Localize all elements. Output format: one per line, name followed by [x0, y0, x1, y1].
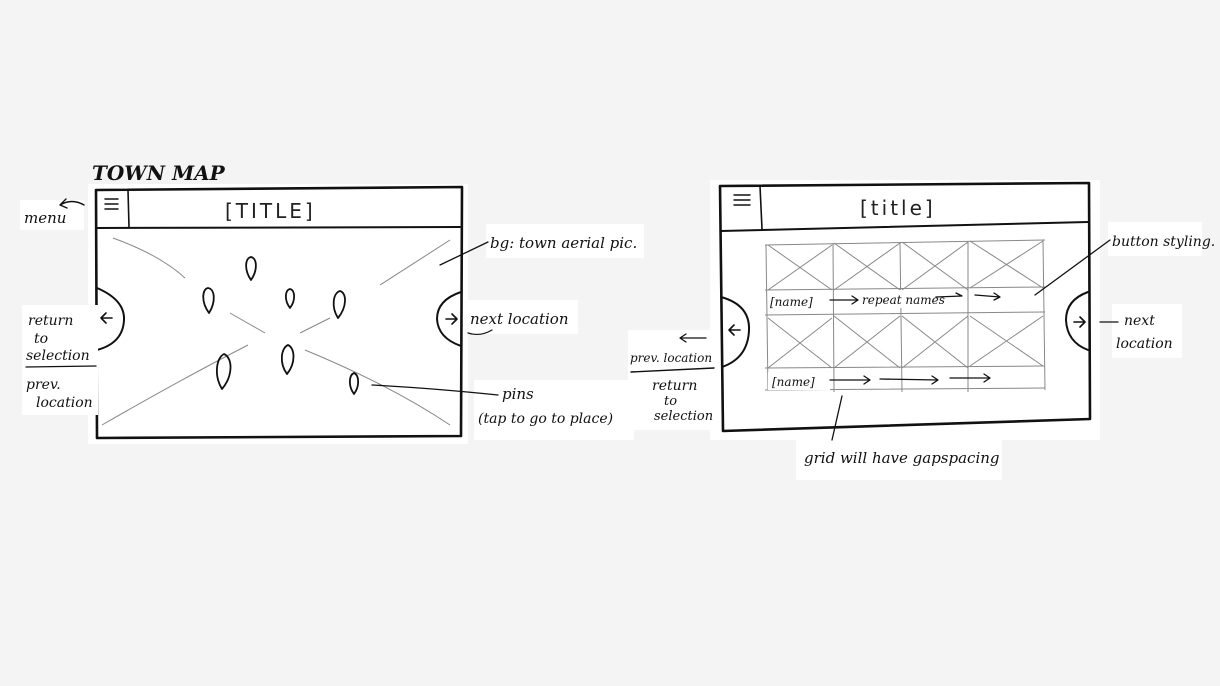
- pins-annotation-2: (tap to go to place): [478, 411, 613, 427]
- hamburger-menu-icon[interactable]: [733, 194, 751, 206]
- next-location-button[interactable]: [436, 291, 462, 347]
- menu-annotation: menu: [24, 209, 66, 227]
- annotations: button styling. next location prev. loca…: [628, 222, 1215, 480]
- pointer-line: [831, 395, 843, 441]
- grid-annotation: grid will have gapspacing: [804, 449, 1000, 467]
- sketch-paper: [88, 184, 468, 444]
- pin-icon[interactable]: [280, 344, 295, 375]
- pointer-line: [1034, 239, 1111, 296]
- return-annotation-1: return: [28, 313, 73, 329]
- prev-annotation-1: prev.: [26, 377, 61, 393]
- annotations: menu return to selection prev. location …: [20, 198, 644, 440]
- town-map-wireframe: TOWN MAP [TITLE]: [20, 161, 644, 444]
- arrow-right-icon: [829, 295, 859, 305]
- page-title: TOWN MAP: [92, 161, 226, 185]
- return-annotation-1: return: [652, 378, 697, 394]
- arrow-right-icon: [445, 313, 458, 325]
- name-row: [name] repeat names: [768, 290, 1001, 310]
- arrow-right-icon: [1073, 316, 1086, 328]
- screen-title: [title]: [860, 196, 936, 220]
- annotation-divider: [630, 367, 715, 373]
- pin-icon[interactable]: [332, 290, 346, 319]
- pin-icon[interactable]: [245, 256, 257, 281]
- location-grid: [764, 239, 1046, 393]
- button-styling-annotation: button styling.: [1112, 234, 1215, 250]
- arrow-icon: [59, 198, 85, 209]
- prev-location-button[interactable]: [96, 287, 126, 351]
- prev-annotation: prev. location: [630, 351, 712, 365]
- menu-divider: [759, 185, 763, 230]
- pin-icon[interactable]: [348, 372, 360, 395]
- return-annotation-2: to: [34, 331, 48, 347]
- header-divider: [720, 221, 1089, 232]
- prev-location-button[interactable]: [720, 296, 751, 368]
- map-pins: [202, 256, 360, 395]
- next-annotation-2: location: [1116, 336, 1173, 352]
- arrow-left-icon: [679, 333, 707, 343]
- arrow-right-icon: [829, 373, 991, 385]
- pin-icon[interactable]: [216, 353, 232, 390]
- return-annotation-3: selection: [26, 348, 90, 364]
- return-annotation-3: selection: [654, 409, 713, 424]
- pointer-line: [371, 384, 499, 396]
- name-label[interactable]: [name]: [770, 295, 813, 309]
- arrow-left-icon: [100, 312, 113, 324]
- arrow-right-icon: [935, 292, 1001, 301]
- next-annotation-1: next: [1124, 313, 1155, 329]
- return-annotation-2: to: [664, 394, 677, 409]
- screen-frame: [718, 181, 1092, 433]
- location-grid-wireframe: [title] [name] repeat names [name]: [628, 180, 1215, 480]
- bg-annotation: bg: town aerial pic.: [490, 234, 637, 252]
- prev-annotation-2: location: [36, 395, 93, 411]
- hamburger-menu-icon[interactable]: [104, 198, 119, 210]
- pointer-line: [439, 241, 489, 266]
- pins-annotation-1: pins: [502, 385, 534, 403]
- header-divider: [96, 226, 461, 229]
- arrow-left-icon: [728, 324, 741, 336]
- menu-divider: [127, 189, 130, 228]
- pointer-line: [467, 329, 493, 336]
- next-annotation: next location: [470, 310, 568, 328]
- next-location-button[interactable]: [1065, 291, 1089, 351]
- name-label[interactable]: [name]: [772, 375, 815, 389]
- pin-icon[interactable]: [202, 287, 215, 314]
- pin-icon[interactable]: [284, 288, 296, 309]
- name-row: [name]: [768, 372, 991, 390]
- annotation-divider: [25, 365, 97, 368]
- background-placeholder: [101, 237, 451, 426]
- screen-title: [TITLE]: [225, 199, 316, 223]
- repeat-names-label: repeat names: [862, 293, 945, 307]
